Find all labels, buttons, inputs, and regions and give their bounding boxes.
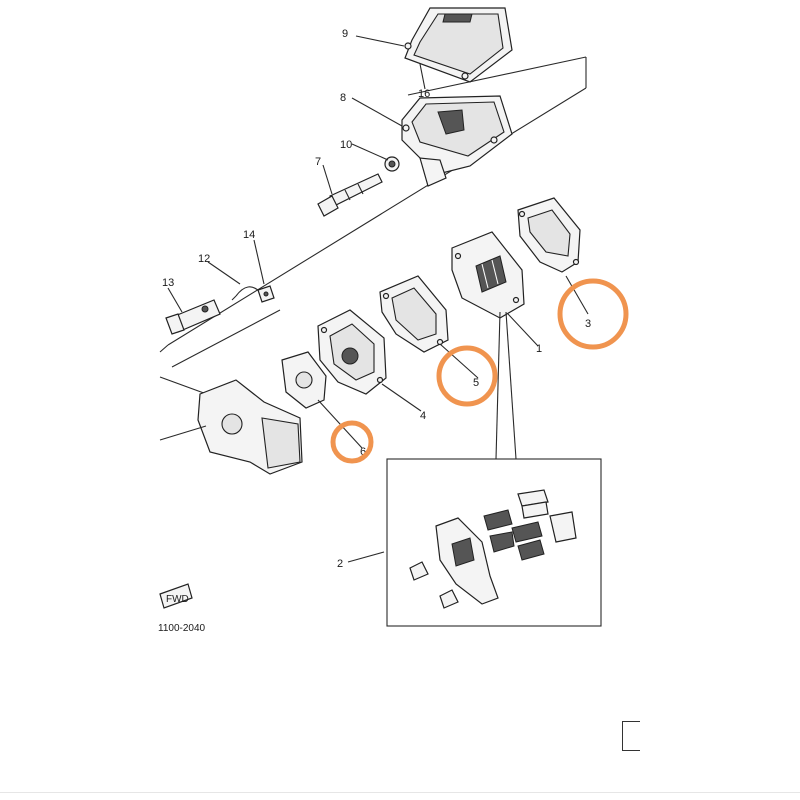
leader-lines [167,35,589,563]
callout-7: 7 [315,156,321,168]
callout-8: 8 [340,92,346,104]
callout-1: 1 [536,343,542,355]
callout-5: 5 [473,377,479,389]
callout-13: 13 [162,277,174,289]
carburetor [159,379,303,475]
callout-9: 9 [342,28,348,40]
highlight-ring-5 [436,345,498,407]
part-8-housing [401,95,513,187]
callout-4: 4 [420,410,426,422]
callout-6: 6 [360,446,366,458]
highlight-ring-6 [330,420,374,464]
callout-10: 10 [340,139,352,151]
callout-3: 3 [585,318,591,330]
corner-bracket [622,721,640,751]
callout-12: 12 [198,253,210,265]
callout-16: 16 [418,88,430,100]
fwd-label: FWD [166,594,189,605]
part-6-gasket [281,351,327,409]
figure-code: 1100-2040 [158,623,206,634]
part-13-fitting [165,299,221,335]
bottom-divider [0,792,800,793]
part-4-manifold [317,309,387,395]
callouts: 9 16 8 10 7 14 12 13 3 1 5 4 6 2 [162,28,591,570]
part-2-kit-box [386,458,602,627]
part-5-gasket [379,275,449,353]
part-7-bolt [317,173,383,217]
part-1-reed-plate [451,231,525,319]
part-10-plug [384,156,400,172]
part-14-clamp [257,285,275,303]
fwd-badge: FWD [159,583,193,609]
part-12-clip [231,286,261,301]
callout-2: 2 [337,558,343,570]
kit-contents [409,489,577,609]
highlight-ring-3 [557,278,629,350]
callout-14: 14 [243,229,255,241]
part-3-gasket [517,197,581,273]
boundary-lines [159,56,587,397]
part-9-cover [404,7,513,83]
highlight-rings [330,278,629,464]
